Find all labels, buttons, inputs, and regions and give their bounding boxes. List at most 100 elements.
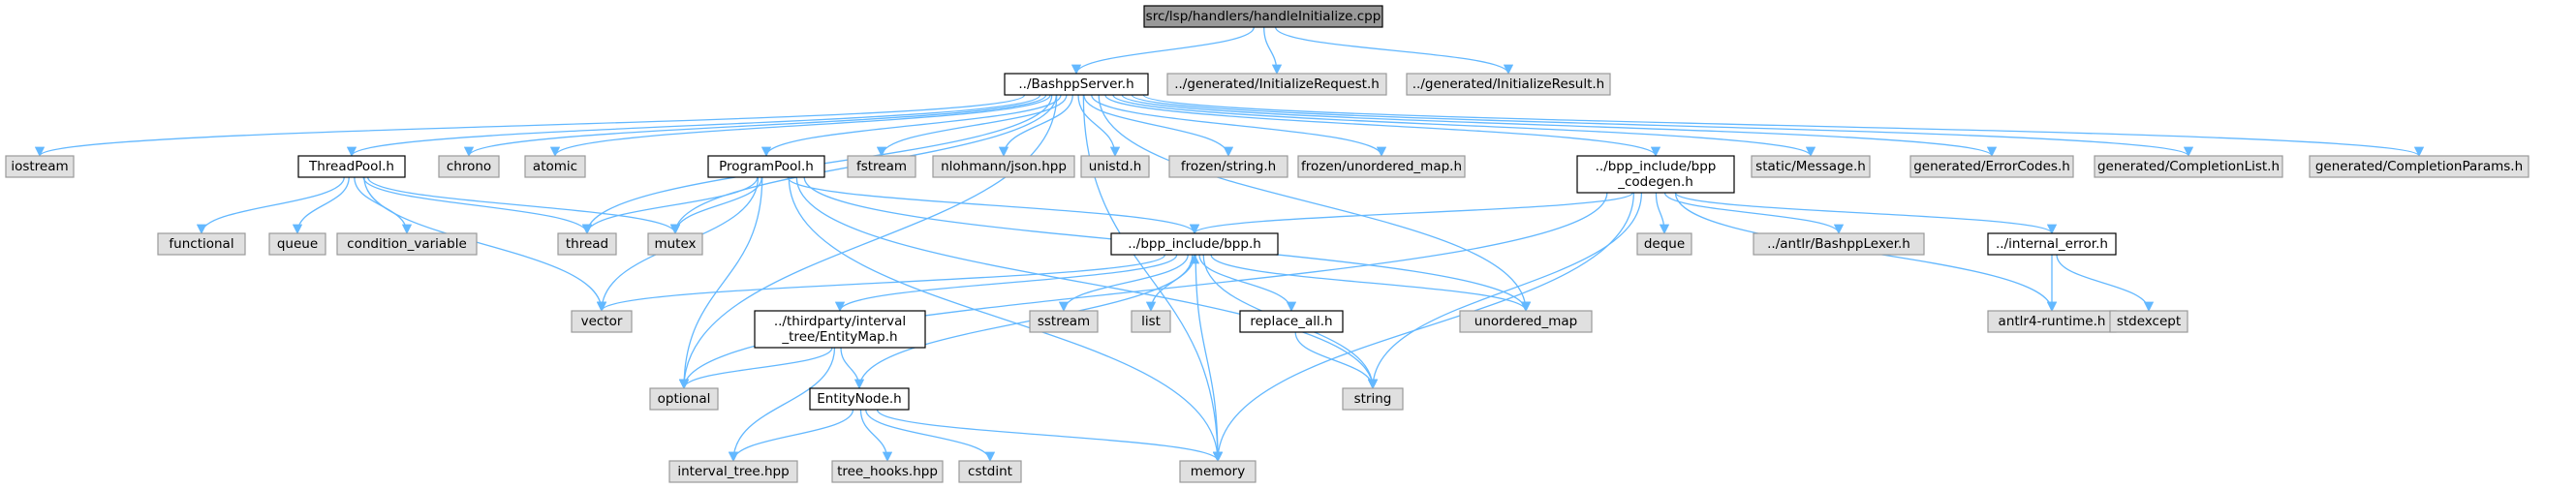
node-box [157, 232, 246, 256]
edge-line [834, 254, 1178, 313]
edge-bpp_codegen-to-string [1367, 192, 1643, 390]
node-memory: memory [1179, 460, 1257, 483]
edge-threadpool-to-queue [292, 176, 350, 235]
edge-line [1077, 94, 1121, 158]
node-box [1987, 232, 2117, 256]
edge-entitynode-to-memory [876, 409, 1224, 463]
node-label: _tree/EntityMap.h [781, 329, 897, 345]
node-root[interactable]: src/lsp/handlers/handleInitialize.cpp [1143, 5, 1383, 28]
node-completion-list: generated/CompletionList.h [2094, 155, 2283, 178]
edge-line [1195, 254, 1224, 463]
node-box [831, 460, 944, 483]
node-label: ../thirdparty/interval [774, 314, 906, 329]
node-completion-params: generated/CompletionParams.h [2309, 155, 2529, 178]
node-label: frozen/unordered_map.h [1301, 159, 1462, 174]
edge-line [463, 94, 1047, 158]
node-programpool[interactable]: ProgramPool.h [707, 155, 825, 178]
node-bpp-h[interactable]: ../bpp_include/bpp.h [1110, 232, 1279, 256]
edge-line [1098, 94, 1532, 313]
edge-bashpp_server-to-threadpool [347, 94, 1041, 158]
node-box [1576, 155, 1735, 194]
node-box [1029, 310, 1099, 333]
node-frozen-umap: frozen/unordered_map.h [1297, 155, 1466, 178]
node-entitymap[interactable]: ../thirdparty/interval_tree/EntityMap.h [754, 310, 926, 349]
edge-bashpp_server-to-unordered_map [1098, 94, 1532, 313]
nodes-layer: src/lsp/handlers/handleInitialize.cpp ../… [5, 5, 2529, 483]
node-atomic: atomic [524, 155, 586, 178]
node-label: unordered_map [1474, 314, 1577, 329]
node-box [1753, 232, 1925, 256]
edge-line [1190, 192, 1633, 235]
node-antlr4-runtime: antlr4-runtime.h [1987, 310, 2117, 333]
edge-entitynode-to-interval_tree [728, 409, 854, 463]
node-box [557, 232, 617, 256]
node-box [1080, 155, 1150, 178]
edge-bashpp_server-to-unistd [1077, 94, 1121, 158]
edge-bpp_codegen-to-deque [1655, 192, 1670, 235]
node-entitynode[interactable]: EntityNode.h [809, 387, 910, 411]
edge-line [678, 176, 763, 390]
node-box [5, 155, 75, 178]
node-box [1459, 310, 1593, 333]
edge-bashpp_server-to-iostream [35, 94, 1026, 158]
edge-line [1663, 192, 1845, 235]
node-box [1751, 155, 1871, 178]
node-bpp-codegen[interactable]: ../bpp_include/bpp_codegen.h [1576, 155, 1735, 194]
edge-line [292, 176, 350, 235]
edge-bpp_codegen-to-internal_error [1674, 192, 2058, 235]
edge-bpp_h-to-vector [596, 254, 1166, 313]
node-box [958, 460, 1022, 483]
node-label: condition_variable [347, 236, 467, 252]
edge-entitynode-to-bpp_h [858, 253, 1200, 389]
node-label: generated/ErrorCodes.h [1913, 159, 2070, 174]
edge-line [1198, 254, 1297, 313]
node-label: thread [566, 236, 608, 252]
node-bashpp-server[interactable]: ../BashppServer.h [1004, 73, 1149, 96]
node-box [1342, 387, 1404, 411]
node-label: replace_all.h [1250, 314, 1332, 329]
node-queue: queue [268, 232, 326, 256]
edge-bashpp_server-to-completion_list [1131, 94, 2193, 158]
edge-programpool-to-mutex [669, 176, 762, 235]
edge-bashpp_server-to-frozen_string [1083, 94, 1234, 158]
node-label: generated/CompletionList.h [2097, 159, 2280, 174]
edge-line [2056, 254, 2155, 313]
node-mutex: mutex [647, 232, 703, 256]
node-box [297, 155, 406, 178]
node-antlr-lexer: ../antlr/BashppLexer.h [1753, 232, 1925, 256]
edge-line [728, 409, 854, 463]
node-internal-error[interactable]: ../internal_error.h [1987, 232, 2117, 256]
node-label: static/Message.h [1755, 159, 1866, 174]
node-deque: deque [1636, 232, 1692, 256]
edge-line [347, 94, 1041, 158]
edge-line [196, 176, 345, 235]
edge-line [876, 409, 1224, 463]
node-label: fstream [856, 159, 907, 174]
node-iostream: iostream [5, 155, 75, 178]
edge-entitymap-to-interval_tree [728, 347, 836, 463]
edge-line [1082, 94, 1224, 463]
node-box [1110, 232, 1279, 256]
edge-line [1263, 26, 1283, 76]
node-box [1179, 460, 1257, 483]
node-box [647, 232, 703, 256]
edge-line [840, 347, 865, 390]
node-interval-tree: interval_tree.hpp [668, 460, 798, 483]
edge-bashpp_server-to-completion_params [1142, 94, 2424, 158]
edge-programpool-to-bpp_h [787, 176, 1200, 235]
edge-entitynode-to-cstdint [865, 409, 996, 463]
edge-bpp_codegen-to-bpp_h [1190, 192, 1633, 235]
edge-bashpp_server-to-static_message [1112, 94, 1816, 158]
node-label: chrono [447, 159, 491, 174]
node-threadpool[interactable]: ThreadPool.h [297, 155, 406, 178]
node-optional: optional [649, 387, 719, 411]
node-replace-all[interactable]: replace_all.h [1239, 310, 1344, 333]
edge-line [1674, 192, 2058, 235]
node-label: deque [1644, 236, 1685, 252]
edge-line [1083, 94, 1234, 158]
edge-line [787, 176, 1200, 235]
node-box [707, 155, 825, 178]
node-label: antlr4-runtime.h [1999, 314, 2106, 329]
node-string: string [1342, 387, 1404, 411]
